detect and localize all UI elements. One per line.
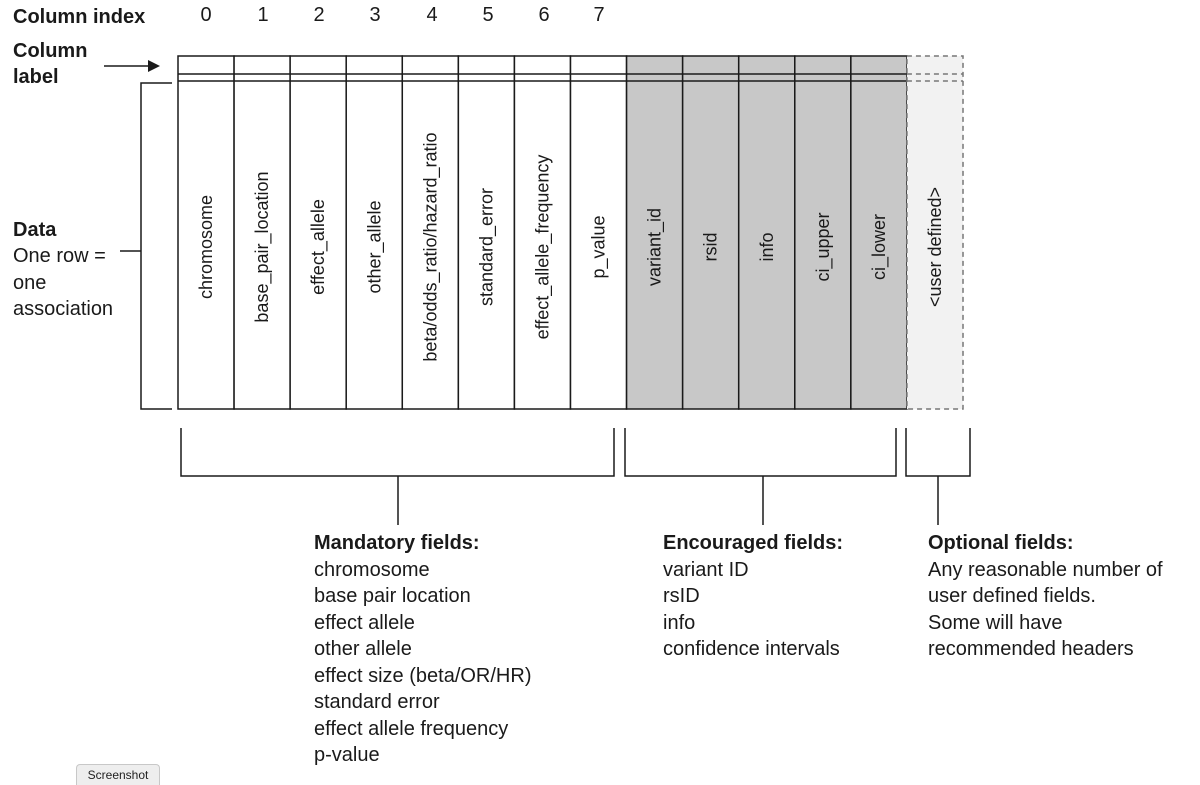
table-column: base_pair_location (233, 55, 291, 410)
column-index-3: 3 (369, 4, 381, 26)
mandatory-fields-heading: Mandatory fields: (314, 532, 480, 554)
column-name: beta/odds_ratio/hazard_ratio (420, 132, 441, 361)
encouraged-field-item: info (663, 611, 696, 634)
encouraged-field-item: variant ID (663, 558, 749, 581)
data-desc-line1: One row = (13, 245, 106, 267)
optional-field-item: Any reasonable number of (928, 558, 1163, 581)
data-desc-line3: association (13, 298, 114, 320)
column-index-5: 5 (482, 4, 494, 26)
column-name: effect_allele (308, 199, 329, 295)
encouraged-brace (624, 428, 897, 477)
table-column: other_allele (345, 55, 404, 410)
mandatory-field-item: other allele (314, 638, 412, 660)
table-column: beta/odds_ratio/hazard_ratio (401, 55, 460, 410)
column-body (233, 55, 291, 410)
column-body (681, 55, 740, 410)
column-name: effect_allele_frequency (532, 155, 553, 340)
encouraged-fields-heading: Encouraged fields: (663, 532, 844, 554)
optional-fields-heading: Optional fields: (928, 532, 1074, 554)
column-body (177, 55, 235, 410)
column-body (737, 55, 796, 410)
data-bracket (140, 82, 172, 410)
column-name: base_pair_location (252, 171, 273, 322)
column-body (850, 55, 908, 410)
mandatory-fields-group: Mandatory fields: chromosome base pair l… (314, 530, 531, 769)
mandatory-field-item: chromosome (314, 558, 430, 581)
table-column: variant_id (625, 55, 684, 410)
data-title: Data (13, 219, 57, 241)
column-index-4: 4 (426, 4, 438, 26)
column-index-label: Column index (13, 6, 146, 28)
column-label-arrowhead (148, 60, 160, 72)
column-name: ci_upper (813, 212, 834, 281)
column-index-0: 0 (200, 4, 212, 26)
column-index-7: 7 (593, 4, 605, 26)
mandatory-field-item: effect allele (314, 611, 415, 634)
column-name: info (757, 232, 777, 261)
mandatory-field-item: p-value (314, 744, 380, 766)
table-column: rsid (681, 55, 740, 410)
table-column: standard_error (457, 55, 516, 410)
mandatory-field-item: standard error (314, 691, 440, 713)
column-name: rsid (701, 232, 721, 261)
screenshot-tab[interactable]: Screenshot (76, 764, 160, 785)
column-name: other_allele (364, 200, 385, 293)
optional-field-item: recommended headers (928, 638, 1134, 660)
column-body (906, 55, 964, 410)
optional-fields-group: Optional fields: Any reasonable number o… (928, 530, 1163, 663)
column-name: <user defined> (925, 187, 945, 307)
column-body (569, 55, 628, 410)
column-name: variant_id (645, 208, 666, 286)
column-name: chromosome (196, 195, 216, 299)
data-desc-line2: one (13, 272, 47, 294)
mandatory-field-item: effect allele frequency (314, 717, 509, 740)
column-index-6: 6 (538, 4, 550, 26)
mandatory-field-item: base pair location (314, 585, 471, 607)
column-name: p_value (589, 215, 610, 278)
column-label-title-2: label (13, 66, 59, 88)
column-name: ci_lower (869, 214, 890, 280)
column-name: standard_error (476, 188, 497, 306)
column-index-1: 1 (257, 4, 269, 26)
table-column: ci_lower (850, 55, 908, 410)
table-column: effect_allele (289, 55, 347, 410)
encouraged-fields-group: Encouraged fields: variant ID rsID info … (663, 530, 843, 663)
table-column: effect_allele_frequency (513, 55, 572, 410)
column-label-title: Column (13, 40, 88, 62)
column-body (625, 55, 684, 410)
column-body (345, 55, 404, 410)
column-body (513, 55, 572, 410)
optional-field-item: Some will have (928, 611, 1063, 634)
mandatory-brace (180, 428, 615, 477)
column-index-2: 2 (313, 4, 325, 26)
table-column: ci_upper (794, 55, 852, 410)
table-column: p_value (569, 55, 628, 410)
table-column: <user defined> (906, 55, 964, 410)
table-column: chromosome (177, 55, 235, 410)
table-column: info (737, 55, 796, 410)
encouraged-field-item: rsID (663, 585, 700, 607)
optional-brace (905, 428, 971, 477)
optional-field-item: user defined fields. (928, 585, 1096, 607)
encouraged-field-item: confidence intervals (663, 638, 840, 660)
column-body (401, 55, 460, 410)
mandatory-field-item: effect size (beta/OR/HR) (314, 664, 532, 687)
